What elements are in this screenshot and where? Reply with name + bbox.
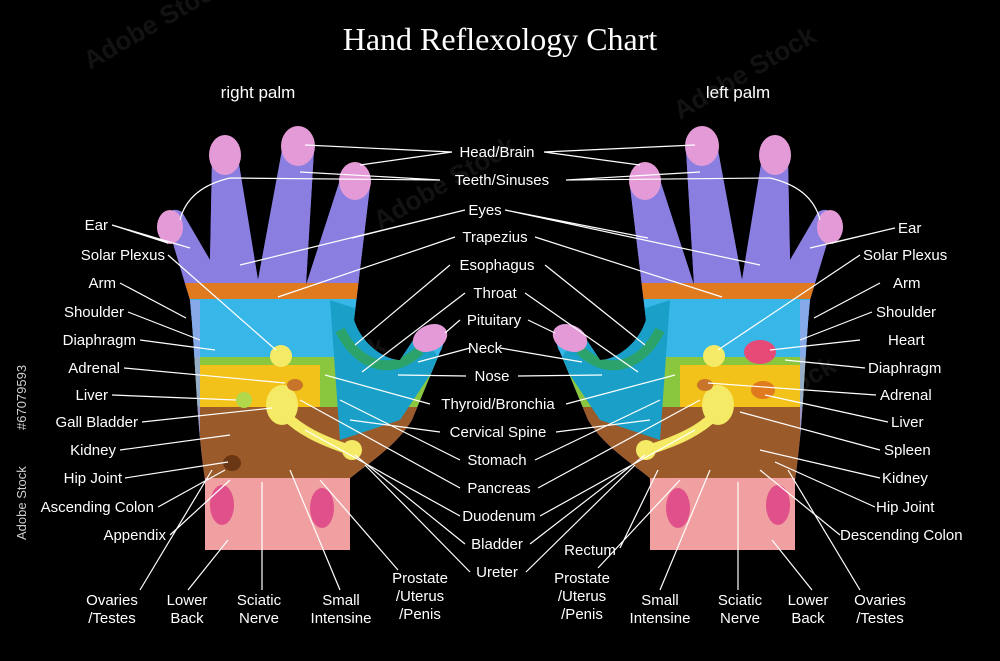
- side-label: Diaphragm: [868, 360, 941, 377]
- bottom-label: Sciatic: [237, 592, 282, 609]
- bottom-label: /Penis: [561, 606, 603, 623]
- center-label: Bladder: [471, 536, 523, 553]
- left-palm-drawing: [552, 126, 843, 550]
- side-label: Arm: [89, 275, 117, 292]
- bottom-label: Ovaries: [854, 592, 906, 609]
- side-label: Hip Joint: [876, 499, 935, 516]
- side-label: Ear: [898, 220, 921, 237]
- side-label: Liver: [75, 387, 108, 404]
- side-label: Adrenal: [68, 360, 120, 377]
- chart-title: Hand Reflexology Chart: [343, 21, 658, 57]
- side-label: Hip Joint: [64, 470, 123, 487]
- side-label: Diaphragm: [63, 332, 136, 349]
- center-label: Neck: [468, 340, 503, 357]
- center-label: Eyes: [468, 202, 501, 219]
- bottom-label: Small: [322, 592, 360, 609]
- side-label: Kidney: [70, 442, 116, 459]
- watermark-text: Adobe Stock: [78, 0, 231, 75]
- side-label: Appendix: [103, 527, 166, 544]
- center-label: Esophagus: [459, 257, 534, 274]
- side-label: Arm: [893, 275, 921, 292]
- bottom-label: Prostate: [392, 570, 448, 587]
- left-palm-side-labels: Ear Solar Plexus Arm Shoulder Heart Diap…: [840, 220, 963, 544]
- center-label: Duodenum: [462, 508, 535, 525]
- left-palm-bottom-labels: Rectum Prostate /Uterus /Penis Small Int…: [554, 542, 906, 627]
- center-label: Cervical Spine: [450, 424, 547, 441]
- center-labels: Head/Brain Teeth/Sinuses Eyes Trapezius …: [441, 144, 555, 581]
- bottom-label: /Penis: [399, 606, 441, 623]
- bottom-label: Nerve: [720, 610, 760, 627]
- bottom-label: Lower: [167, 592, 208, 609]
- leader-lines: [111, 144, 896, 591]
- side-label: Liver: [891, 414, 924, 431]
- bottom-label: Small: [641, 592, 679, 609]
- bottom-label: Ovaries: [86, 592, 138, 609]
- side-label: Kidney: [882, 470, 928, 487]
- side-label: Descending Colon: [840, 527, 963, 544]
- side-label: Ascending Colon: [41, 499, 154, 516]
- center-label: Ureter: [476, 564, 518, 581]
- bottom-label: Back: [791, 610, 825, 627]
- right-palm-label: right palm: [221, 83, 296, 102]
- side-label: Shoulder: [876, 304, 936, 321]
- bottom-label: /Uterus: [558, 588, 606, 605]
- bottom-label: Intensine: [311, 610, 372, 627]
- center-label: Teeth/Sinuses: [455, 172, 549, 189]
- side-label: Solar Plexus: [81, 247, 165, 264]
- side-label: Heart: [888, 332, 926, 349]
- bottom-label: /Testes: [88, 610, 136, 627]
- center-label: Pancreas: [467, 480, 530, 497]
- bottom-label: Rectum: [564, 542, 616, 559]
- center-label: Thyroid/Bronchia: [441, 396, 555, 413]
- right-palm-side-labels: Ear Solar Plexus Arm Shoulder Diaphragm …: [41, 217, 167, 544]
- bottom-label: Back: [170, 610, 204, 627]
- center-label: Throat: [473, 285, 517, 302]
- watermark-text: Adobe Stock: [668, 19, 821, 125]
- bottom-label: /Testes: [856, 610, 904, 627]
- bottom-label: Prostate: [554, 570, 610, 587]
- side-label: Gall Bladder: [55, 414, 138, 431]
- side-label: Spleen: [884, 442, 931, 459]
- stock-side-text: Adobe Stock #67079593: [14, 365, 29, 540]
- right-palm-bottom-labels: Ovaries /Testes Lower Back Sciatic Nerve…: [86, 570, 448, 627]
- bottom-label: Sciatic: [718, 592, 763, 609]
- bottom-label: Lower: [788, 592, 829, 609]
- side-label: Solar Plexus: [863, 247, 947, 264]
- left-palm-label: left palm: [706, 83, 770, 102]
- bottom-label: Nerve: [239, 610, 279, 627]
- bottom-label: Intensine: [630, 610, 691, 627]
- center-label: Trapezius: [462, 229, 527, 246]
- stock-id: #67079593: [14, 365, 29, 430]
- side-label: Adrenal: [880, 387, 932, 404]
- bottom-label: /Uterus: [396, 588, 444, 605]
- center-label: Head/Brain: [459, 144, 534, 161]
- stock-side-watermark: Adobe Stock: [14, 466, 29, 540]
- center-label: Pituitary: [467, 312, 522, 329]
- side-label: Shoulder: [64, 304, 124, 321]
- side-label: Ear: [85, 217, 108, 234]
- center-label: Nose: [474, 368, 509, 385]
- center-label: Stomach: [467, 452, 526, 469]
